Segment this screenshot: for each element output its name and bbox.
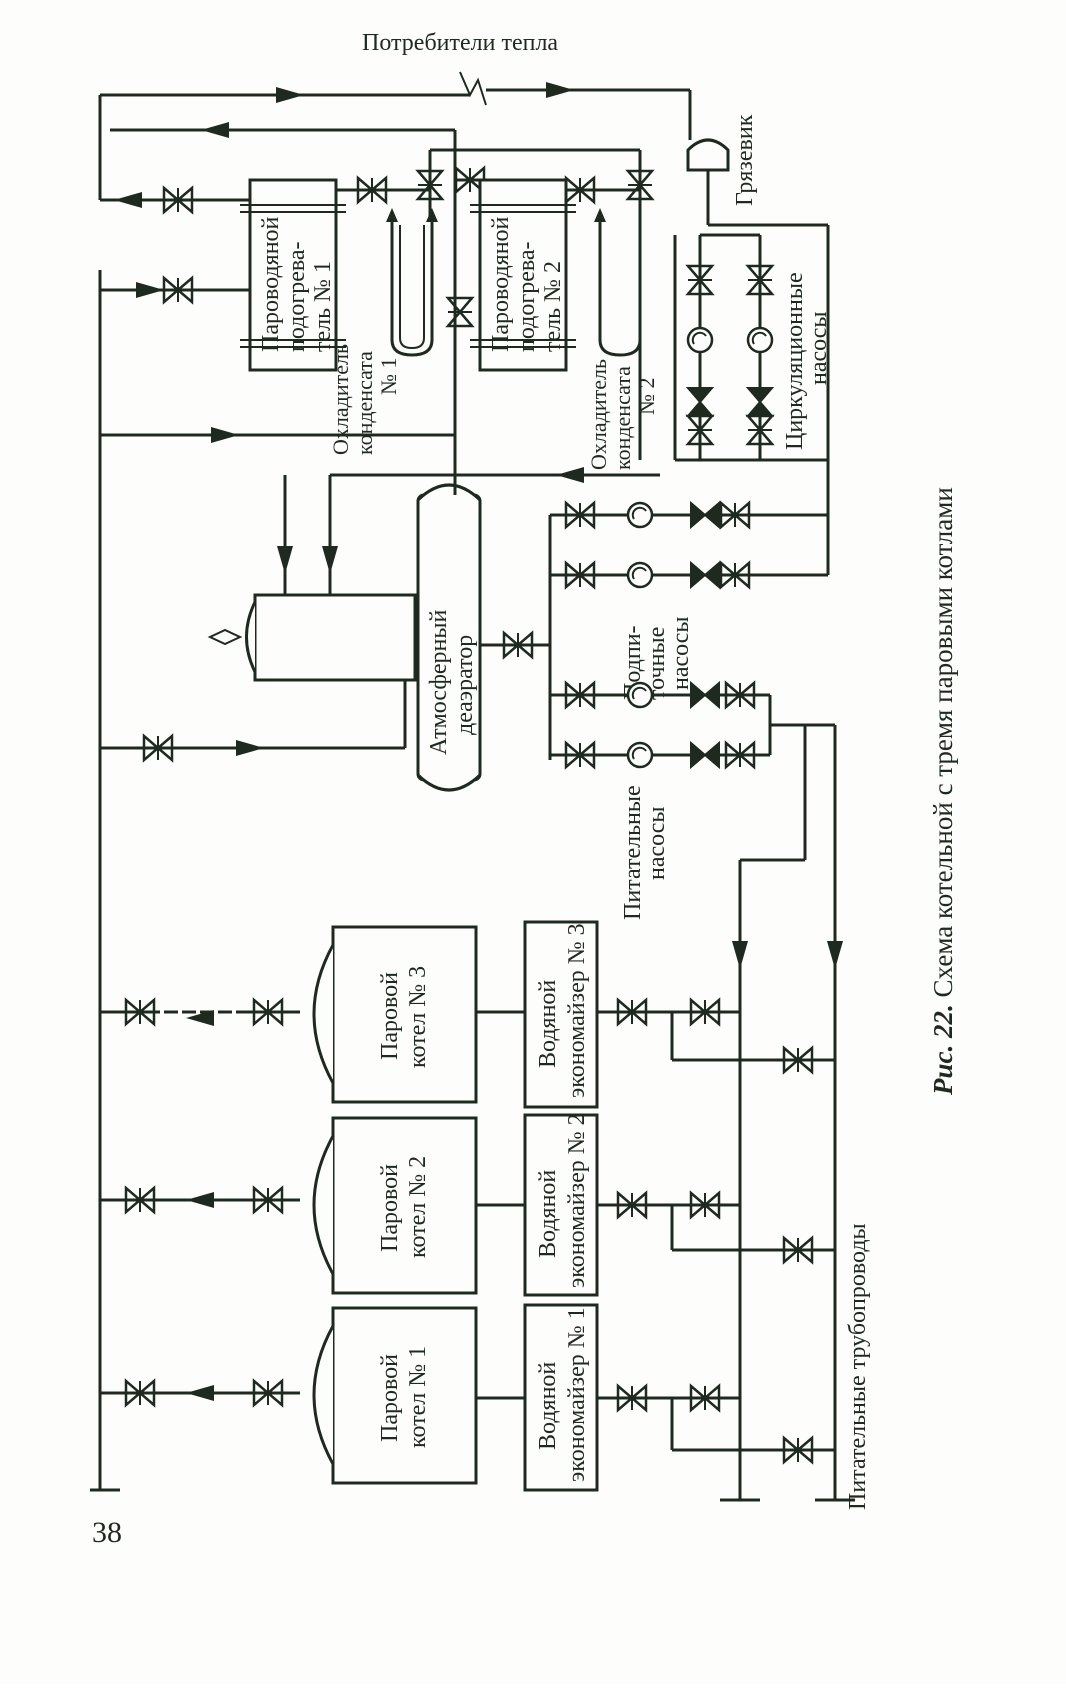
heater-1-label-line3: тель № 1 (310, 261, 336, 352)
feed-pump-icon (626, 741, 654, 769)
check-valve-icon (747, 387, 773, 417)
feed-pumps-label-line1: Питательные (620, 785, 646, 920)
cooler-1-label-line1: Охладитель (328, 344, 353, 455)
check-valve-icon (690, 742, 720, 768)
cooler-2 (598, 220, 642, 357)
makeup-pump-icon (626, 501, 654, 529)
steam-boiler-1 (331, 1306, 478, 1485)
flow-arrow-icon (186, 1192, 214, 1208)
economizer-2-label-line1: Водяной (535, 1170, 561, 1258)
page-number: 38 (92, 1516, 122, 1549)
heater-1-label-line2: подогрева- (284, 241, 310, 352)
cooler-2-label-line3: № 2 (634, 378, 659, 416)
svg-text:тель № 1: тель № 1 (310, 261, 336, 352)
svg-text:Пароводяной: Пароводяной (258, 216, 284, 352)
boiler-1-label-line2: котел № 1 (405, 1346, 431, 1448)
flow-arrow-icon (556, 467, 584, 483)
valve-icon (446, 296, 474, 328)
cooler-1-label-line3: № 1 (376, 358, 401, 396)
cooler-1 (390, 220, 434, 357)
heater-1-label-line1: Пароводяной (258, 216, 284, 352)
economizer-2-label-line2: экономайзер № 2 (564, 1113, 590, 1288)
heater-2-label-line1: Пароводяной (488, 216, 514, 352)
figure-caption-prefix: Рис. 22. (928, 1004, 958, 1096)
flow-arrow-icon (827, 941, 843, 969)
circulation-pump-icon (686, 326, 714, 354)
flow-arrow-icon (186, 1385, 214, 1401)
deaerator-label-line1: Атмосферный (426, 609, 452, 755)
circulation-pump-icon (746, 326, 774, 354)
deaerator-head (253, 593, 417, 682)
feed-pumps-label-line2: насосы (644, 806, 670, 880)
cooler-2-label-line1: Охладитель (586, 359, 611, 470)
heater-2-label-line2: подогрева- (514, 241, 540, 352)
flow-arrow-icon (201, 122, 229, 138)
boiler-3-label-line2: котел № 3 (405, 966, 431, 1068)
boiler-1-label-line1: Паровой (377, 1354, 403, 1442)
feed-pipelines-label: Питательные трубопроводы (845, 1223, 871, 1510)
boiler-3-label-line1: Паровой (377, 972, 403, 1060)
economizer-3-label-line1: Водяной (535, 980, 561, 1068)
flow-arrow-icon (211, 427, 239, 443)
check-valve-icon (687, 387, 713, 417)
heat-consumers-label: Потребители тепла (362, 30, 558, 56)
deaerator-label-line2: деаэратор (452, 635, 478, 735)
check-valve-icon (690, 682, 720, 708)
makeup-pump-icon (626, 561, 654, 589)
boiler-2-label-line1: Паровой (377, 1164, 403, 1252)
flow-arrow-icon (236, 740, 264, 756)
feed-pump-icon (626, 681, 654, 709)
flow-arrow-icon (114, 192, 142, 208)
check-valve-icon (690, 502, 720, 528)
cooler-1-label-line2: конденсата (352, 351, 377, 455)
flow-arrow-icon (277, 546, 293, 574)
flow-arrow-icon (322, 546, 338, 574)
economizer-1-label-line1: Водяной (535, 1362, 561, 1450)
economizer-1-label-line2: экономайзер № 1 (564, 1307, 590, 1482)
flow-arrow-icon (732, 941, 748, 969)
mud-separator-label: Грязевик (732, 114, 758, 206)
cooler-2-label-line2: конденсата (610, 366, 635, 470)
flow-arrow-icon (136, 282, 164, 298)
mud-separator (686, 138, 730, 172)
svg-text:подогрева-: подогрева- (284, 241, 310, 352)
economizer-2 (523, 1113, 599, 1297)
figure-caption-text: Схема котельной с тремя паровыми котлами (928, 487, 958, 1004)
figure-caption: Рис. 22. Схема котельной с тремя паровым… (928, 487, 958, 1096)
flow-arrow-icon (276, 87, 304, 103)
circulation-pumps-label-line2: насосы (806, 311, 832, 385)
heater-2-label-line3: тель № 2 (540, 261, 566, 352)
economizer-3-label-line2: экономайзер № 3 (564, 923, 590, 1098)
economizer-3 (523, 920, 599, 1109)
makeup-pumps-label-line3: насосы (668, 616, 694, 690)
check-valve-icon (690, 562, 720, 588)
boiler-2-label-line2: котел № 2 (405, 1156, 431, 1258)
circulation-pumps-label-line1: Циркуляционные (782, 272, 808, 450)
steam-boiler-3 (331, 925, 478, 1104)
flow-arrow-icon (546, 82, 574, 98)
